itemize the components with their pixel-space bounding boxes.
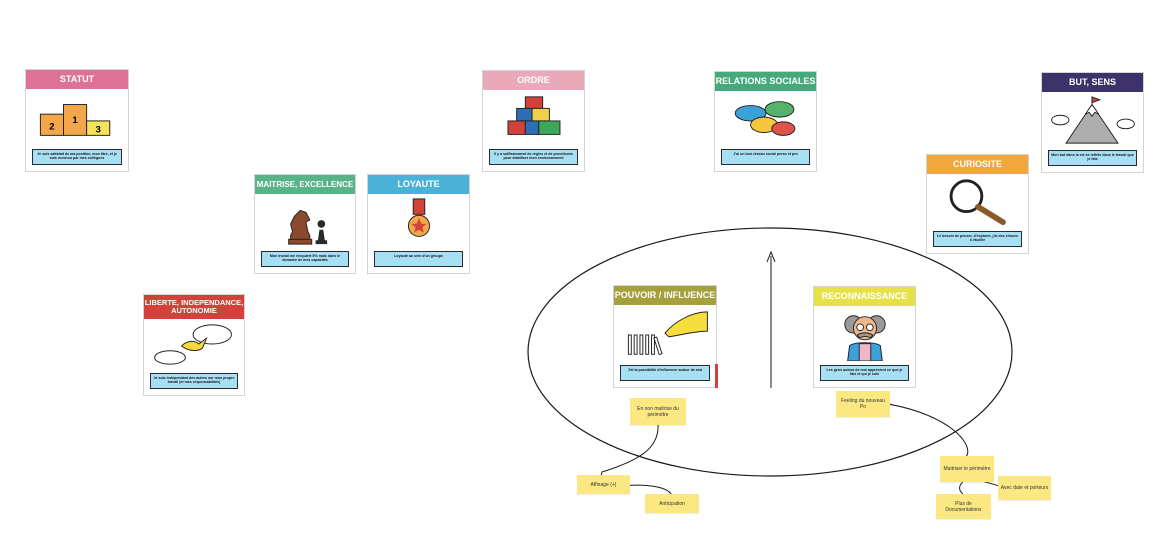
card-title: POUVOIR / INFLUENCE [614,286,716,305]
card-title: ORDRE [483,71,584,90]
scientist-icon [820,309,909,361]
card-title: RELATIONS SOCIALES [715,72,816,91]
blocks-icon [489,93,578,145]
card-edge-accent [715,364,718,388]
card-caption: Les gens autour de moi apprécient ce que… [820,365,909,381]
svg-text:1: 1 [72,115,78,126]
card-title: LIBERTE, INDEPENDANCE, AUTONOMIE [144,295,244,319]
magnifying-glass-icon [933,177,1022,227]
podium-icon: 2 1 3 [32,92,122,145]
connector-nonmaitrise-affinage [599,422,659,481]
card-ordre[interactable]: ORDRE Il y a suffisamment de règles et d… [482,70,585,172]
card-caption: J'ai un bon réseau social perso et pro [721,149,810,165]
card-title: BUT, SENS [1042,73,1143,92]
connector-feeling-maitriser [887,403,969,458]
mountain-flag-icon [1048,95,1137,146]
card-caption: Je suis satisfait de ma position, mon ti… [32,149,122,165]
speech-bubbles-icon [721,94,810,145]
card-caption: J'ai la possibilité d'influencer autour … [620,365,710,381]
bird-clouds-icon [150,321,238,369]
sticky-non-maitrise[interactable]: En non maitrise du périmètre [630,398,686,425]
card-liberte-independance-autonomie[interactable]: LIBERTE, INDEPENDANCE, AUTONOMIE Je suis… [143,294,245,396]
card-pouvoir-influence[interactable]: POUVOIR / INFLUENCE J'ai la possibilité … [613,285,718,388]
card-curiosite[interactable]: CURIOSITE Le besoin de penser, d'explore… [926,154,1029,254]
card-caption: Mon but dans la vie se reflète dans le t… [1048,150,1137,166]
card-title: MAITRISE, EXCELLENCE [255,175,355,194]
card-title: STATUT [26,70,128,89]
card-loyaute[interactable]: LOYAUTE Loyauté au sein d'un groupe [367,174,470,274]
card-relations-sociales[interactable]: RELATIONS SOCIALES J'ai un bon réseau so… [714,71,817,172]
arrow-head [766,250,776,263]
sticky-maitriser[interactable]: Maitriser le périmètre [940,456,994,482]
svg-text:2: 2 [49,122,54,133]
chess-pieces-icon [261,197,349,247]
medal-icon [374,197,463,247]
card-statut[interactable]: STATUT 2 1 3 Je suis satisfait de ma pos… [25,69,129,172]
sticky-affinage[interactable]: Affinage (+) [577,475,630,494]
card-title: RECONNAISSANCE [814,287,915,306]
card-title: LOYAUTE [368,175,469,194]
card-caption: Je suis indépendant des autres sur mon p… [150,373,238,389]
svg-text:3: 3 [96,124,101,135]
sticky-plus-doc[interactable]: Plus de Documentations [936,494,991,519]
card-caption: Mon travail me recquiert 5% mais dans le… [261,251,349,267]
sticky-avec-date[interactable]: Avec date et porteurs [998,476,1051,500]
card-reconnaissance[interactable]: RECONNAISSANCE Les gens autour de moi ap… [813,286,916,388]
card-but-sens[interactable]: BUT, SENS Mon but dans la vie se reflète… [1041,72,1144,173]
sticky-anticipation[interactable]: Anticipation [645,494,699,513]
card-caption: Le besoin de penser, d'explorer, j'ai de… [933,231,1022,247]
sticky-feeling[interactable]: Feeling du nouveau Po [836,391,890,417]
card-maitrise-excellence[interactable]: MAITRISE, EXCELLENCE Mon travail me recq… [254,174,356,274]
card-caption: Il y a suffisamment de règles et de proc… [489,149,578,165]
dominoes-hand-icon [620,308,710,361]
grouping-ellipse [527,227,1013,477]
card-title: CURIOSITE [927,155,1028,174]
card-caption: Loyauté au sein d'un groupe [374,251,463,267]
